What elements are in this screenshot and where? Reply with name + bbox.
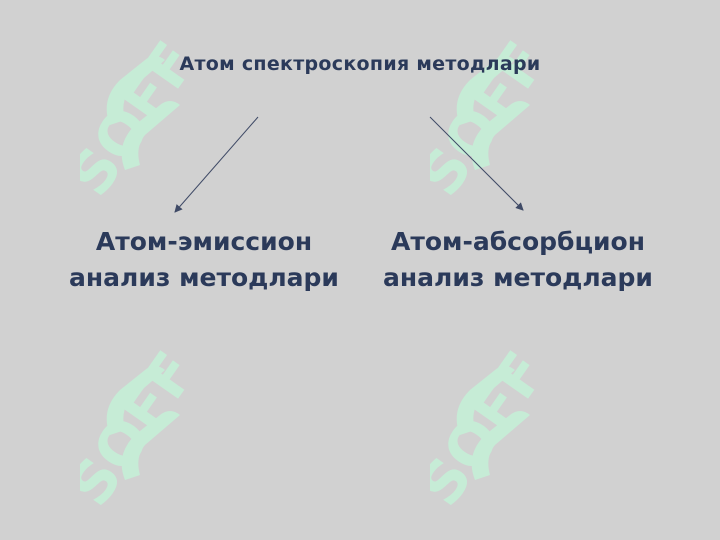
node-left-line2: анализ методлари — [69, 263, 339, 292]
node-left-line1: Атом-эмиссион — [95, 227, 313, 256]
node-atomic-emission: Атом-эмиссион анализ методлари — [54, 224, 354, 296]
node-right-line2: анализ методлари — [383, 263, 653, 292]
arrow-left — [174, 116, 259, 213]
node-right-line1: Атом-абсорбцион — [391, 227, 645, 256]
arrow-right — [429, 116, 524, 211]
diagram-title: Атом спектроскопия методлари — [179, 53, 541, 75]
node-atomic-absorption: Атом-абсорбцион анализ методлари — [368, 224, 668, 296]
